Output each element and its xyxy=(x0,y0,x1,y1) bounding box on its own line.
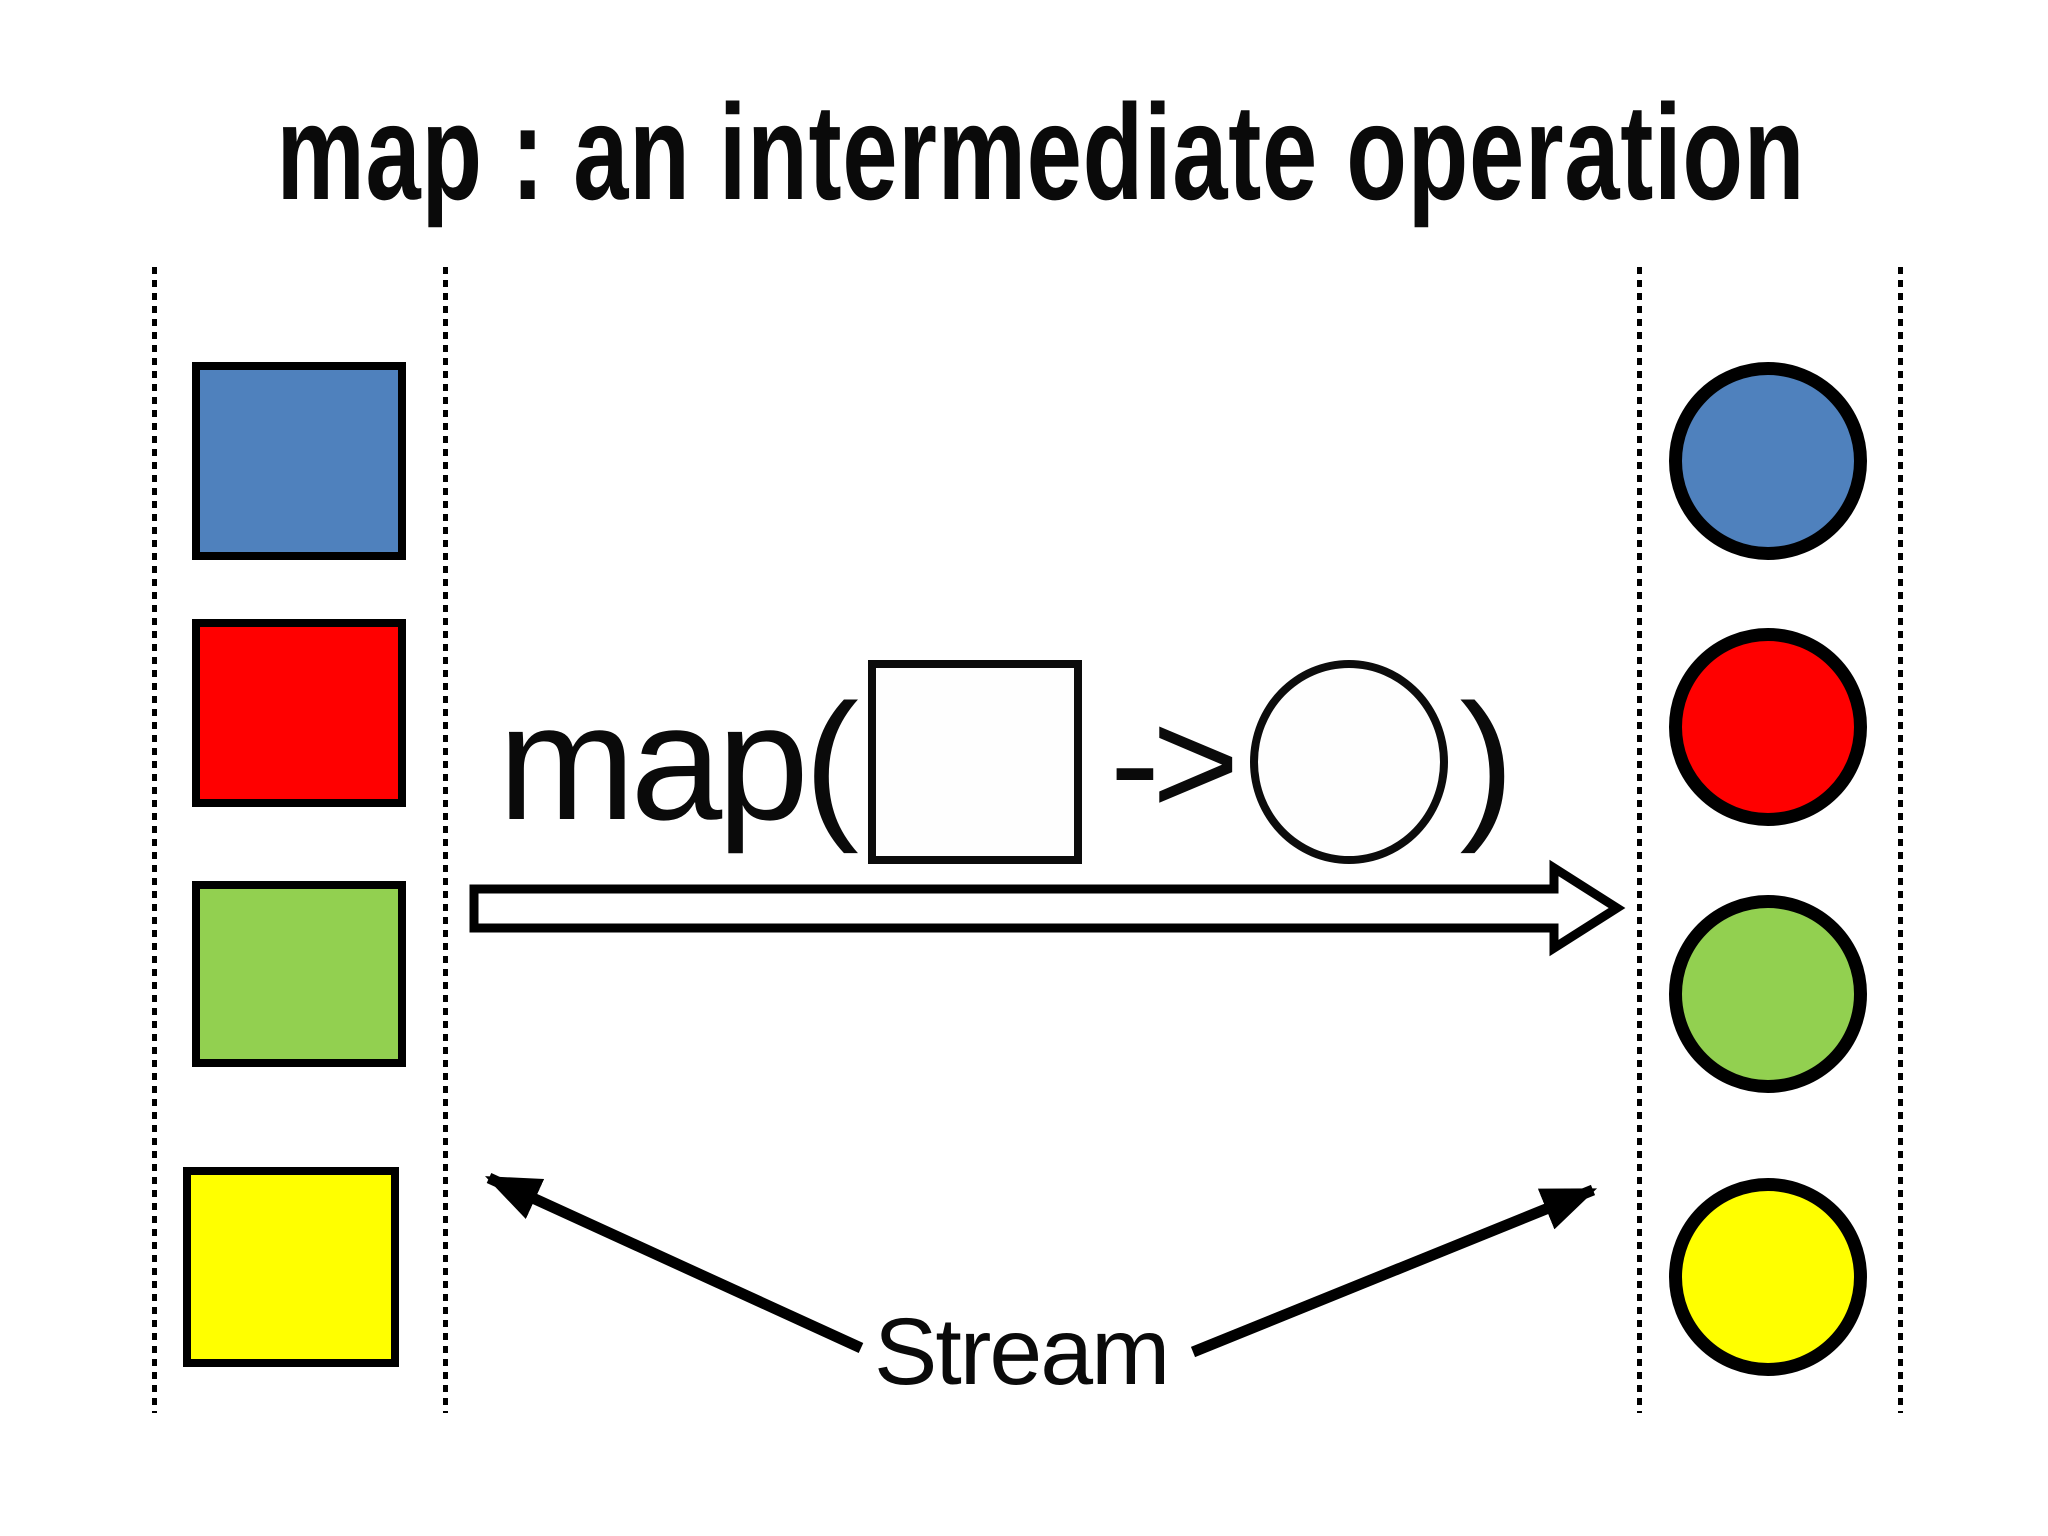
lambda-arrow-text: -> xyxy=(1109,678,1240,846)
input-stream-rail-left xyxy=(152,267,157,1413)
input-stream-rail-right xyxy=(443,267,448,1413)
map-expression: map( -> ) xyxy=(498,650,1514,874)
stream-pointer-left-arrow xyxy=(484,1172,864,1354)
output-stream-rail-right xyxy=(1898,267,1903,1413)
stream-label: Stream xyxy=(874,1299,1170,1405)
output-stream-rail-left xyxy=(1637,267,1642,1413)
map-operation-arrow xyxy=(469,859,1626,957)
red-square xyxy=(192,619,406,807)
square-input-glyph xyxy=(867,660,1082,864)
stream-pointer-right-arrow xyxy=(1190,1184,1598,1358)
green-square xyxy=(192,881,406,1067)
blue-square xyxy=(192,362,406,560)
close-paren-text: ) xyxy=(1459,669,1515,854)
slide-title: map : an intermediate operation xyxy=(276,76,1806,228)
yellow-square xyxy=(183,1167,399,1367)
map-function-text: map( xyxy=(498,669,859,854)
circle-output-glyph xyxy=(1249,660,1448,864)
